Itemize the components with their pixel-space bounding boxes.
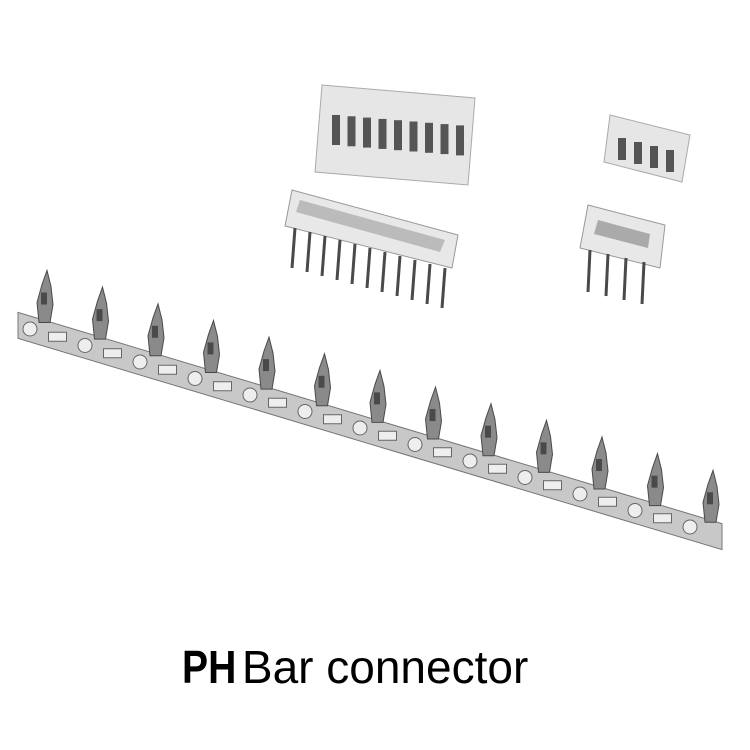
terminal — [202, 318, 221, 373]
housing-slot — [363, 117, 371, 148]
housing-slot — [440, 124, 449, 155]
terminal — [91, 285, 110, 340]
terminal — [480, 401, 498, 457]
terminal-strip — [17, 268, 723, 551]
terminal — [258, 335, 276, 390]
terminal — [646, 451, 665, 507]
carrier-slot — [48, 331, 67, 342]
header-small — [579, 204, 666, 305]
header-pin — [604, 253, 610, 297]
housing-slot — [425, 122, 433, 153]
header-pin — [305, 231, 312, 273]
pilot-hole — [187, 371, 203, 386]
carrier-slot — [433, 447, 452, 458]
terminal — [424, 385, 443, 440]
carrier-slot — [158, 364, 177, 375]
header-pin — [410, 259, 417, 301]
header-pin — [586, 249, 592, 293]
terminal — [313, 352, 332, 407]
carrier-slot — [378, 430, 397, 441]
terminal-crimp — [263, 359, 269, 372]
housing-slot — [634, 142, 642, 164]
pilot-hole — [297, 404, 313, 419]
carrier-slot — [653, 513, 672, 524]
housing-slot — [347, 116, 356, 147]
pilot-hole — [627, 503, 643, 518]
pilot-hole — [572, 486, 588, 502]
terminal-crimp — [374, 392, 380, 405]
terminal-crimp — [96, 309, 103, 322]
pilot-hole — [22, 321, 38, 337]
carrier-slot — [323, 414, 342, 425]
pilot-hole — [132, 354, 148, 370]
header-pin — [365, 247, 372, 289]
terminal — [147, 302, 165, 357]
terminal-crimp — [429, 409, 436, 422]
pilot-hole — [462, 453, 478, 469]
header-pin — [290, 227, 297, 269]
caption: PH Bar connector — [182, 640, 528, 700]
carrier-slot — [598, 496, 617, 507]
header-pin — [640, 261, 646, 305]
terminal — [369, 368, 387, 423]
terminal-crimp — [152, 325, 158, 338]
header-pin — [350, 243, 357, 285]
header-pin — [395, 255, 402, 297]
terminal — [591, 435, 609, 490]
pilot-hole — [407, 437, 423, 452]
terminal-crimp — [41, 292, 47, 305]
header-pin — [380, 251, 387, 293]
header-pin — [335, 239, 342, 281]
pilot-hole — [352, 420, 368, 436]
carrier-slot — [488, 463, 507, 474]
carrier-slot — [268, 397, 287, 408]
caption-series: PH — [182, 641, 237, 693]
housing-slot — [332, 115, 340, 145]
carrier-slot — [213, 381, 232, 392]
carrier-slot — [103, 348, 122, 359]
terminal-crimp — [596, 459, 602, 471]
pilot-hole — [517, 470, 533, 485]
housing-slot — [618, 138, 626, 160]
caption-title: Bar connector — [241, 641, 529, 693]
housing-slot — [650, 146, 658, 168]
terminal-crimp — [207, 342, 214, 355]
pilot-hole — [77, 338, 93, 353]
terminal — [36, 268, 54, 323]
header-pin — [440, 267, 447, 309]
housing-small — [603, 114, 691, 183]
pilot-hole — [242, 387, 258, 403]
terminal-crimp — [651, 475, 658, 488]
terminal-crimp — [540, 442, 547, 455]
housing-slot — [409, 121, 418, 152]
terminal-crimp — [318, 375, 325, 388]
housing-slot — [456, 125, 464, 156]
housing-slot — [666, 150, 674, 172]
carrier-slot — [543, 480, 562, 491]
pilot-hole — [682, 519, 698, 535]
terminal-crimp — [485, 425, 491, 438]
header-pin — [622, 257, 628, 301]
carrier-band — [17, 311, 723, 551]
header-pin — [320, 235, 327, 277]
housing-slot — [378, 118, 387, 149]
terminal-crimp — [707, 492, 713, 505]
terminal — [702, 468, 720, 523]
terminal — [535, 418, 554, 473]
housing-large — [314, 84, 476, 186]
header-pin — [425, 263, 432, 305]
housing-slot — [394, 120, 402, 151]
header-large — [284, 189, 459, 309]
